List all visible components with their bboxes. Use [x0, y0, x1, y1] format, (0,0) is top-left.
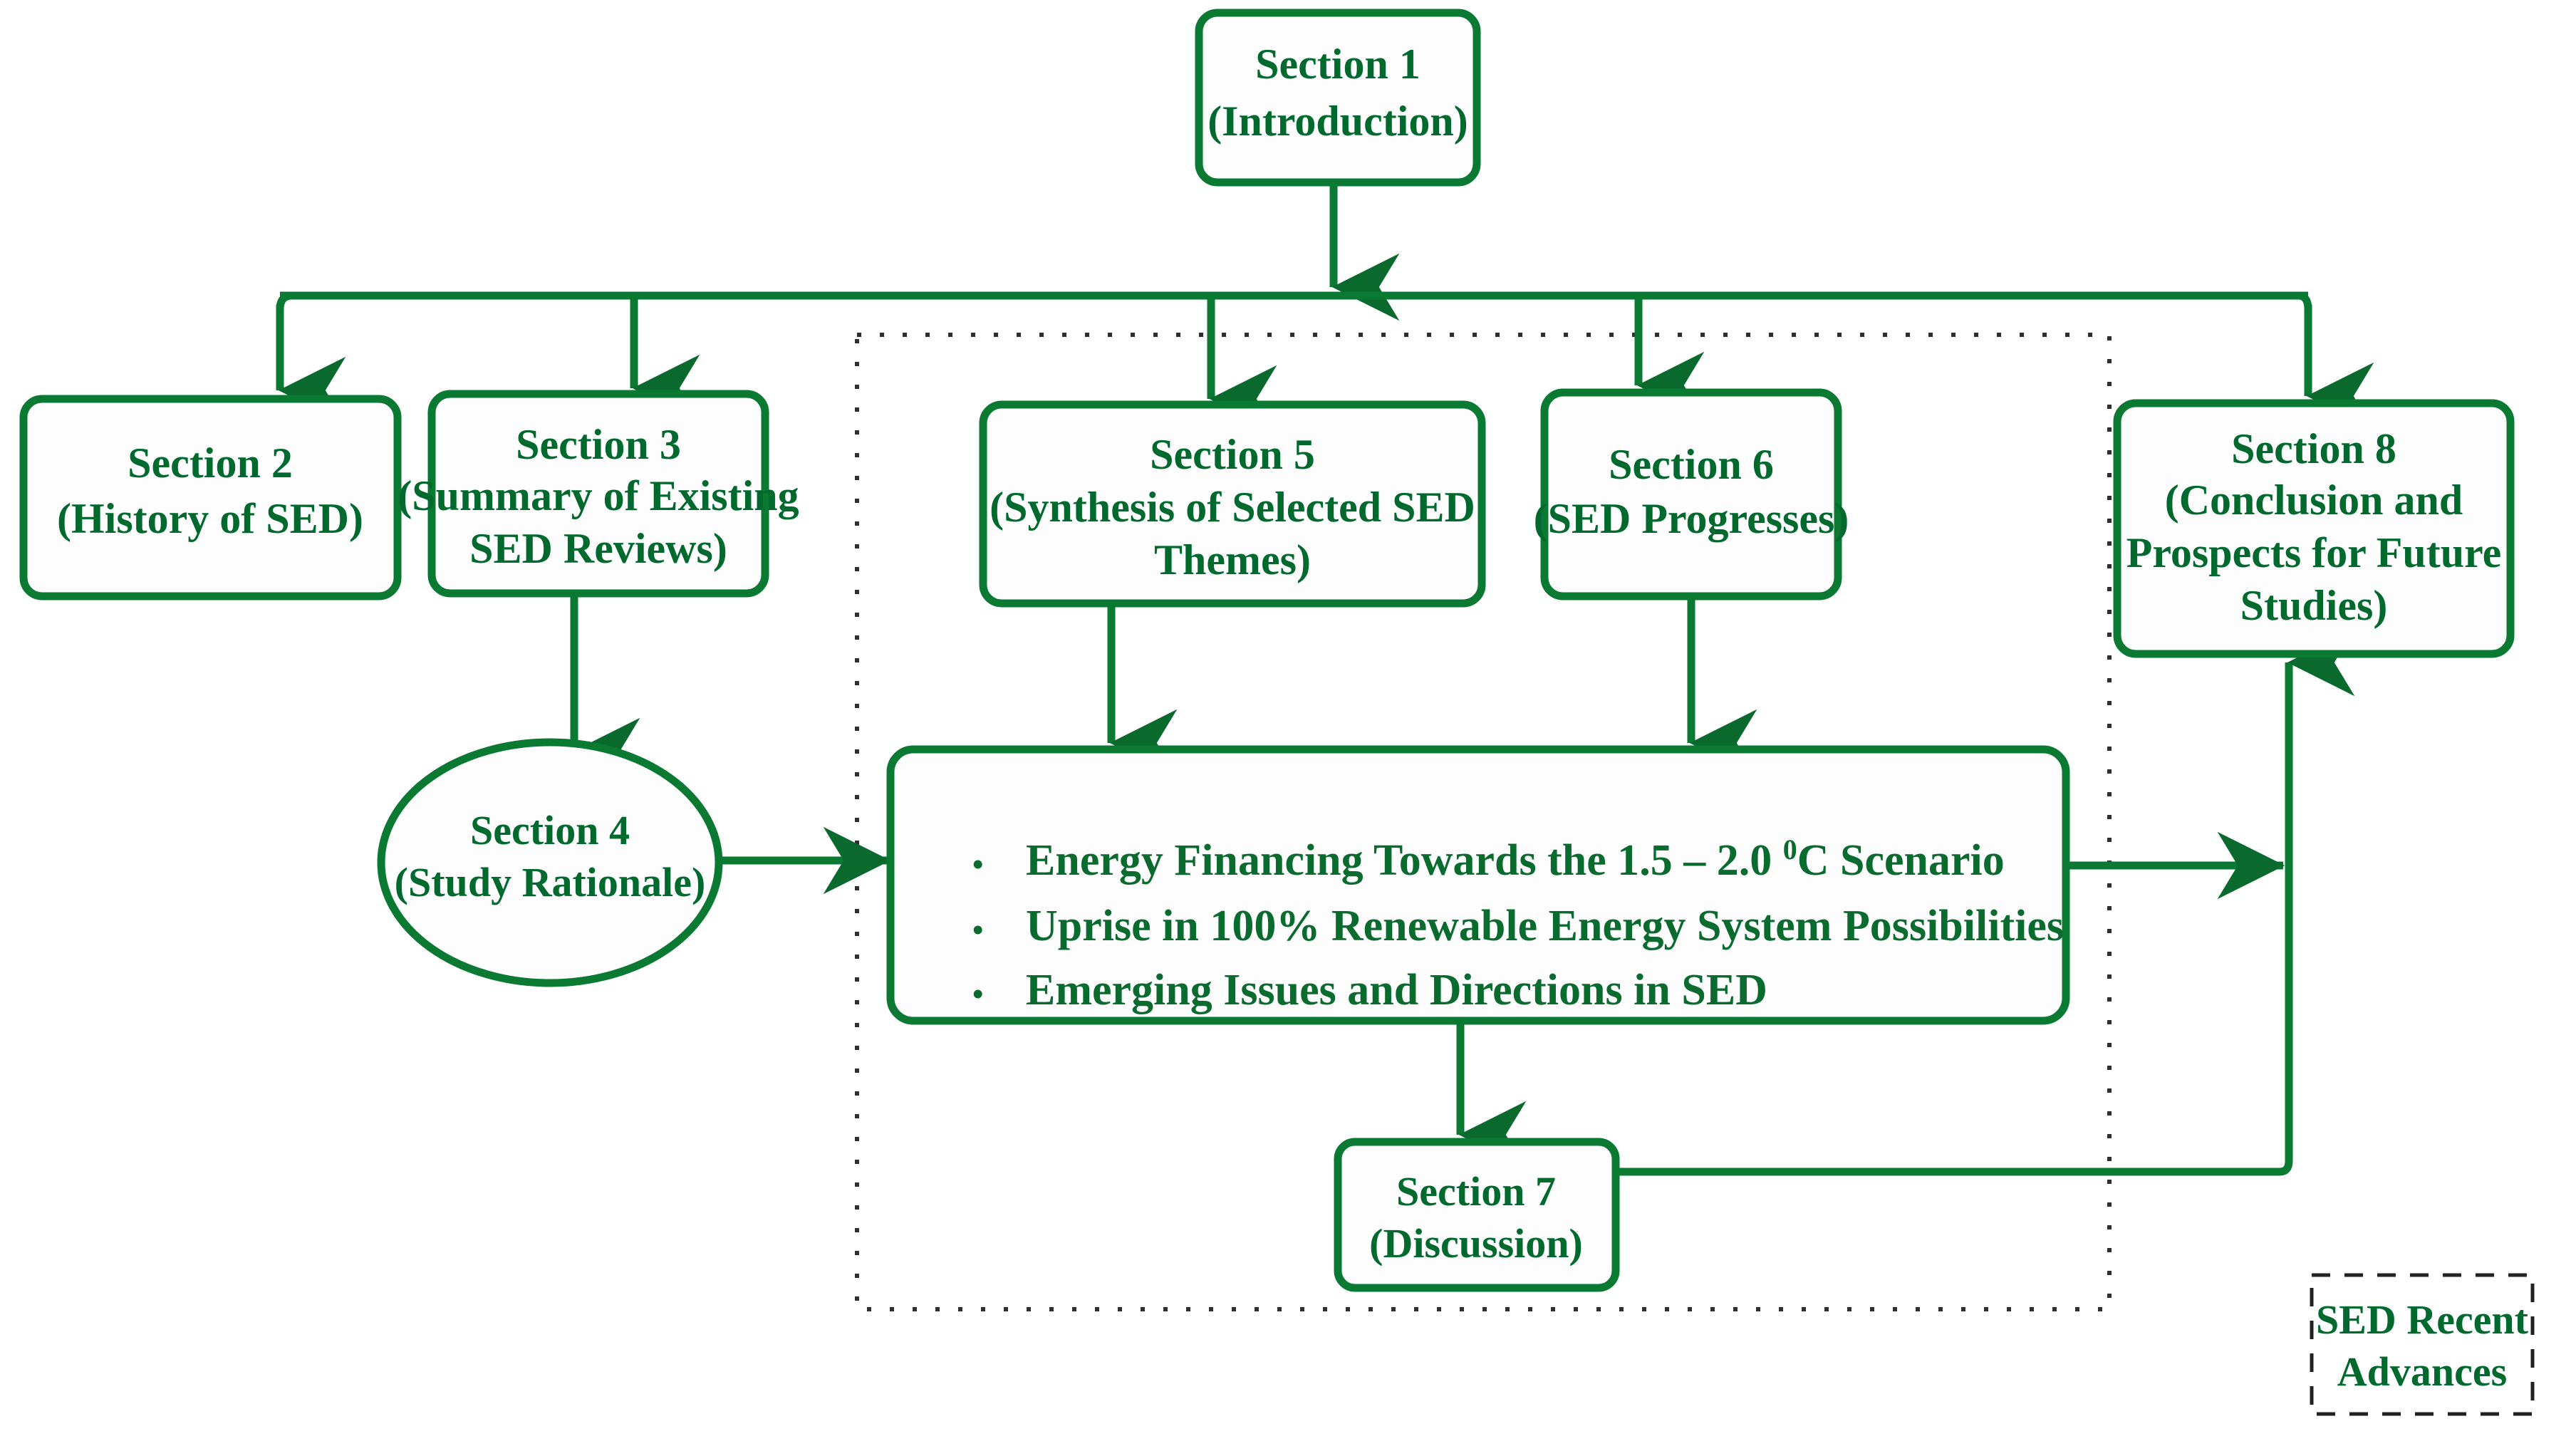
svg-text:Themes): Themes): [1154, 536, 1311, 583]
svg-text:(Summary of Existing: (Summary of Existing: [398, 472, 799, 519]
svg-text:•: •: [972, 847, 983, 882]
node-section7-shape[interactable]: [1334, 1138, 1620, 1292]
svg-text:(History of SED): (History of SED): [57, 495, 363, 542]
svg-text:•: •: [972, 977, 983, 1012]
svg-text:Advances: Advances: [2337, 1348, 2507, 1395]
node-section8-label: Section 8 (Conclusion and Prospects for …: [2126, 425, 2502, 629]
svg-text:Section 7: Section 7: [1396, 1168, 1556, 1215]
sed-recent-advances-region: [855, 333, 2112, 1311]
svg-text:SED Recent: SED Recent: [2316, 1296, 2529, 1343]
svg-text:Section 4: Section 4: [470, 807, 630, 853]
themes-bullet-list: • Energy Financing Towards the 1.5 – 2.0…: [972, 833, 2064, 1014]
bullet-text-sup: 0: [1783, 833, 1797, 865]
svg-text:Section 8: Section 8: [2231, 425, 2396, 472]
list-item: • Uprise in 100% Renewable Energy System…: [972, 902, 2064, 950]
node-section6-shape[interactable]: [1540, 388, 1842, 600]
svg-text:Section 2: Section 2: [128, 440, 293, 487]
node-section5-label: Section 5 (Synthesis of Selected SED The…: [990, 431, 1475, 583]
svg-text:•: •: [972, 912, 983, 947]
list-item: • Emerging Issues and Directions in SED: [972, 966, 1767, 1014]
svg-text:(SED Progresses): (SED Progresses): [1534, 495, 1849, 542]
svg-text:(Synthesis of Selected SED: (Synthesis of Selected SED: [990, 484, 1475, 531]
svg-text:Uprise in 100% Renewable Energ: Uprise in 100% Renewable Energy System P…: [1026, 902, 2064, 950]
svg-text:Emerging Issues and Directions: Emerging Issues and Directions in SED: [1026, 966, 1767, 1014]
svg-text:(Introduction): (Introduction): [1207, 98, 1468, 145]
svg-text:SED Reviews): SED Reviews): [469, 525, 727, 572]
node-section6-label: Section 6 (SED Progresses): [1534, 441, 1849, 542]
node-section8-shape[interactable]: [2113, 399, 2515, 658]
node-section2-shape[interactable]: [19, 395, 402, 600]
node-section3-shape[interactable]: [427, 390, 769, 598]
legend-box-shape: [2310, 1273, 2535, 1416]
svg-text:Studies): Studies): [2240, 582, 2388, 629]
legend-label: SED Recent Advances: [2316, 1296, 2529, 1395]
node-section5-shape[interactable]: [979, 400, 1486, 608]
node-section1-label: Section 1 (Introduction): [1207, 41, 1468, 145]
svg-text:Prospects for Future: Prospects for Future: [2126, 529, 2502, 576]
svg-text:Section 3: Section 3: [516, 421, 681, 468]
edge-section7-to-section8: [1550, 628, 2355, 1176]
node-section4-label: Section 4 (Study Rationale): [395, 807, 706, 905]
svg-text:(Study Rationale): (Study Rationale): [395, 859, 706, 905]
list-item: • Energy Financing Towards the 1.5 – 2.0…: [972, 833, 2005, 885]
node-section1-shape[interactable]: [1195, 9, 1481, 187]
node-section4-shape[interactable]: [377, 738, 723, 987]
svg-text:Section 5: Section 5: [1150, 431, 1315, 478]
svg-text:(Conclusion and: (Conclusion and: [2165, 477, 2463, 524]
svg-text:Energy Financing Towards the 1: Energy Financing Towards the 1.5 – 2.0 0…: [1026, 833, 2005, 885]
svg-text:Section 1: Section 1: [1255, 41, 1420, 88]
bullet-text-post: C Scenario: [1797, 836, 2005, 885]
svg-text:Section 6: Section 6: [1609, 441, 1774, 488]
node-themes-shape[interactable]: [886, 745, 2070, 1025]
node-section3-label: Section 3 (Summary of Existing SED Revie…: [398, 421, 799, 572]
svg-text:(Discussion): (Discussion): [1369, 1220, 1583, 1267]
node-section7-label: Section 7 (Discussion): [1369, 1168, 1583, 1267]
node-section2-label: Section 2 (History of SED): [57, 440, 363, 542]
bullet-text-pre: Energy Financing Towards the 1.5 – 2.0: [1026, 836, 1783, 885]
